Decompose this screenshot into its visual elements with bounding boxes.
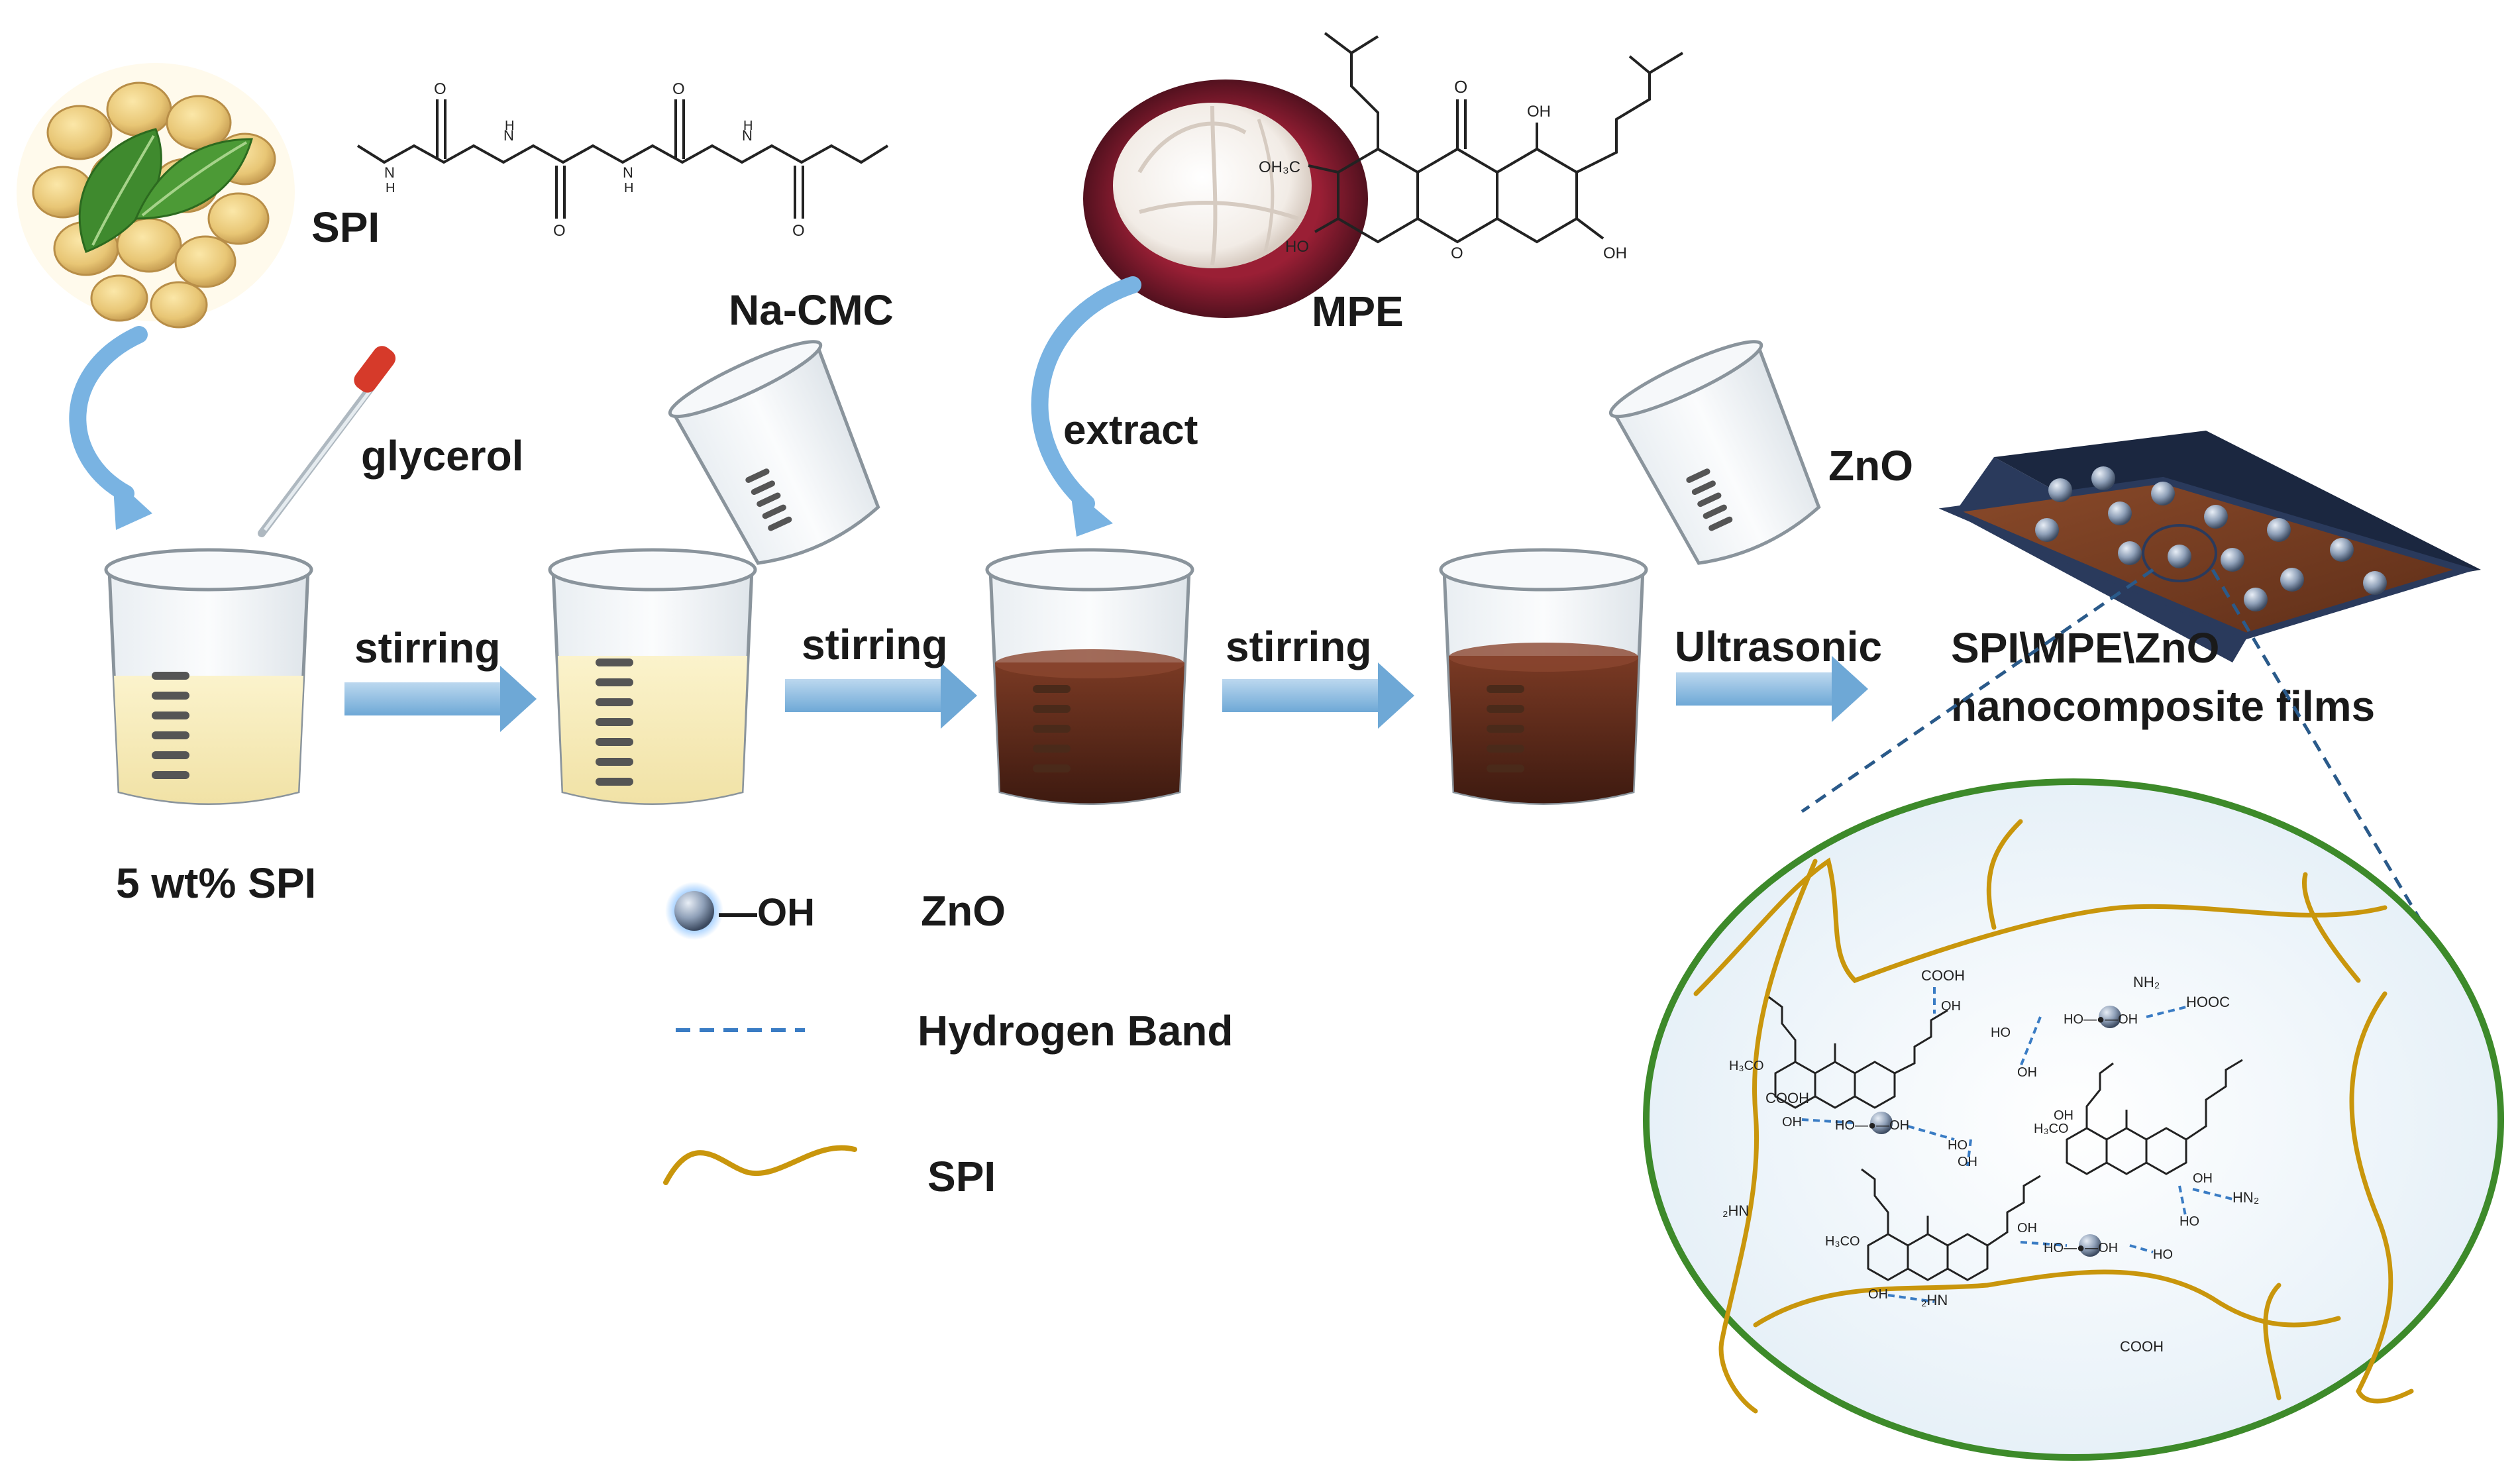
network-hn-left: ₂HN [1722,1202,1749,1219]
network-nh2: NH₂ [2133,974,2160,990]
mpe-atom-o-carbonyl: O [1454,77,1467,97]
spi-molecule-structure [356,99,889,219]
pouring-beaker-zno [1608,340,1821,565]
legend-zno-item: —OH ZnO [665,882,1006,940]
nanocomposite-film [1938,431,2481,662]
mpe-label: MPE [1312,288,1404,335]
legend-hbond-item: Hydrogen Band [676,1007,1233,1055]
basil-leaf-icon [78,128,253,253]
network-zno-oh-3: HO—●—OH [2044,1241,2118,1255]
arrow-step-3 [1222,662,1414,729]
network-ho-2: HO [1948,1138,1968,1153]
spi-atom-o1: O [434,80,446,98]
film-title-line2: nanocomposite films [1951,682,2375,730]
legend: —OH ZnO Hydrogen Band SPI [663,882,1233,1200]
network-oh-8: OH [2017,1221,2037,1236]
spi-molecule-label: SPI [311,203,380,251]
spi-molecule-atoms: O O O O N H N H N H N H [384,80,805,240]
network-zno-oh-2: HO—●—OH [1835,1118,1909,1133]
beaker-with-extract [985,548,1194,805]
network-cooh-bottom: COOH [2120,1338,2164,1355]
spi-atom-h3: H [624,181,633,195]
mpe-atom-och3: OH₃C [1259,158,1300,176]
add-soy-curved-arrow [69,326,152,530]
arrow-step-4 [1676,656,1868,722]
spi-atom-n4: N [742,127,753,144]
spi-atom-o4: O [792,222,805,240]
legend-spi-item: SPI [663,1145,996,1200]
network-oh-7: OH [1868,1287,1888,1302]
extract-curved-arrow [1031,276,1141,537]
network-hn-bottom: ₂HN [1921,1292,1948,1308]
stirring-label-3: stirring [1226,623,1371,670]
stirring-label-2: stirring [802,621,947,668]
legend-zno-label: ZnO [921,887,1006,935]
network-hn-right: HN₂ [2232,1189,2259,1206]
legend-zno-symbol: —OH [719,891,815,934]
extract-label: extract [1063,407,1198,453]
mpe-atom-ho: HO [1285,238,1309,256]
mpe-molecule-structure [1308,32,1684,244]
network-hydrogen-bonds [1801,987,2233,1303]
network-zno-oh-1: HO—●—OH [2064,1012,2138,1027]
spi-atom-n3: N [623,164,633,181]
beaker-with-glycerol [548,548,757,805]
network-mpe-molecules [1768,996,2243,1281]
soybean-image [17,63,295,329]
spi-atom-h1: H [386,181,395,195]
zno-pour-label: ZnO [1828,442,1913,490]
spi-atom-h2: H [505,119,514,133]
network-ho-4: HO [2153,1247,2173,1262]
mpe-molecule-atoms: O O OH OH OH₃C HO [1259,77,1627,262]
network-h3co-1: H₃CO [1729,1059,1764,1073]
network-ho-3: HO [2179,1214,2199,1229]
mpe-atom-oh-b: OH [1603,244,1627,262]
film-title-line1: SPI\MPE\ZnO [1951,624,2219,672]
pipette-icon [258,346,396,537]
beaker-with-zno [1439,548,1648,805]
network-oh-4: OH [1958,1155,1977,1169]
network-ho-1: HO [1991,1026,2011,1040]
network-oh-5: OH [2054,1108,2074,1123]
spi-atom-o2: O [553,222,566,240]
network-oh-6: OH [2193,1171,2213,1186]
spi-atom-n1: N [384,164,395,181]
mpe-atom-o-ring: O [1451,244,1463,262]
legend-spi-label: SPI [927,1153,996,1200]
network-cooh-left: COOH [1765,1090,1809,1106]
spi-atom-n2: N [503,127,514,144]
legend-hbond-label: Hydrogen Band [918,1007,1233,1055]
spi-solution-label: 5 wt% SPI [116,859,316,907]
spi-chains [1693,819,2414,1414]
network-oh-1: OH [1941,999,1961,1014]
spi-atom-h4: H [743,119,753,133]
network-h3co-2: H₃CO [2034,1122,2069,1136]
network-oh-2: OH [2017,1065,2037,1080]
zoom-guide-lines [1801,568,2427,929]
film-zno-particles [2035,466,2387,611]
stirring-label-1: stirring [354,624,500,672]
beaker-spi-solution [104,548,313,805]
glycerol-label: glycerol [361,432,523,480]
spi-atom-o3: O [672,80,685,98]
na-cmc-label: Na-CMC [729,286,894,334]
network-oh-3: OH [1782,1115,1802,1130]
network-hooc-right: HOOC [2186,994,2230,1010]
mpe-atom-oh-a: OH [1527,103,1551,121]
arrow-step-1 [344,666,537,732]
network-cooh-top: COOH [1921,967,1965,984]
network-zno-particles [1870,1006,2121,1257]
ultrasonic-label: Ultrasonic [1675,623,1882,670]
pouring-beaker-na-cmc [668,340,880,565]
network-zoom-circle: NH₂ COOH HOOC COOH ₂HN HN₂ ₂HN COOH H₃CO… [1643,778,2504,1461]
mangosteen-image [1083,79,1368,318]
network-h3co-3: H₃CO [1825,1234,1860,1249]
arrow-step-2 [785,662,977,729]
network-labels: NH₂ COOH HOOC COOH ₂HN HN₂ ₂HN COOH H₃CO… [1722,967,2259,1355]
